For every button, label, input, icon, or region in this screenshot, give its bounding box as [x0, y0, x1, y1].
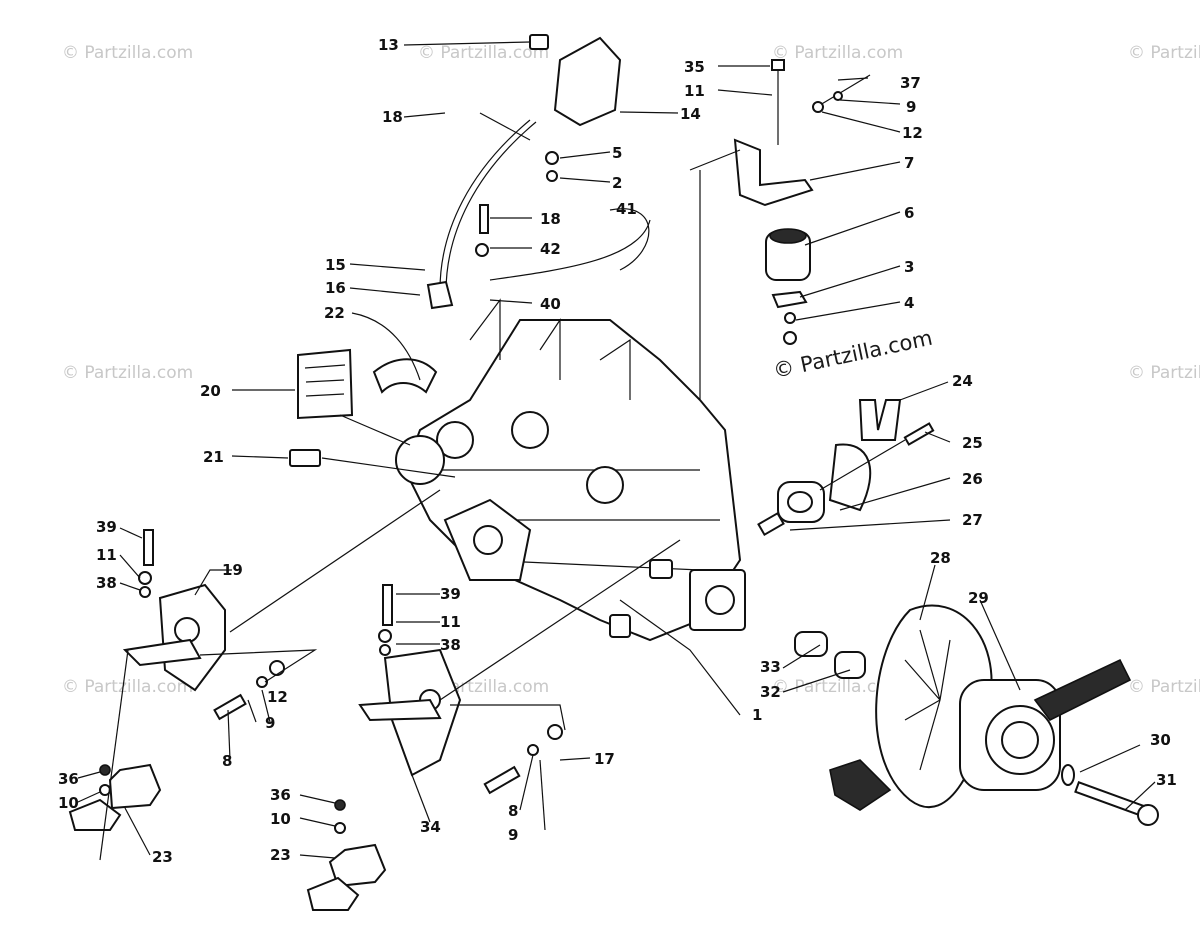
callout-9: 9 — [265, 714, 275, 732]
pulse-line-and-handle — [426, 34, 651, 310]
callout-24: 24 — [952, 372, 973, 390]
callout-5: 5 — [612, 144, 622, 162]
callout-36: 36 — [270, 786, 291, 804]
callout-14: 14 — [680, 105, 701, 123]
callout-7: 7 — [904, 154, 914, 172]
watermark: © Partzilla.com — [772, 677, 903, 697]
callout-38: 38 — [96, 574, 117, 592]
callout-31: 31 — [1156, 771, 1177, 789]
callout-13: 13 — [378, 36, 399, 54]
callout-23: 23 — [270, 846, 291, 864]
callout-11: 11 — [440, 613, 461, 631]
callout-8: 8 — [222, 752, 232, 770]
callout-21: 21 — [203, 448, 224, 466]
callout-9: 9 — [508, 826, 518, 844]
callout-39: 39 — [96, 518, 117, 536]
callout-2: 2 — [612, 174, 622, 192]
callout-38: 38 — [440, 636, 461, 654]
callout-26: 26 — [962, 470, 983, 488]
callout-3: 3 — [904, 258, 914, 276]
drive-clutch — [794, 604, 1159, 826]
callout-18: 18 — [540, 210, 561, 228]
callout-37: 37 — [900, 74, 921, 92]
callout-10: 10 — [58, 794, 79, 812]
callout-20: 20 — [200, 382, 221, 400]
decals — [289, 348, 438, 467]
callout-40: 40 — [540, 295, 561, 313]
callout-9: 9 — [906, 98, 916, 116]
center-front-mount — [306, 584, 563, 911]
callout-35: 35 — [684, 58, 705, 76]
callout-34: 34 — [420, 818, 441, 836]
callout-labels: 13 14 18 5 2 35 11 37 9 12 7 6 3 4 41 18… — [58, 36, 1177, 866]
callout-4: 4 — [904, 294, 914, 312]
callout-28: 28 — [930, 549, 951, 567]
starter-components — [757, 399, 935, 537]
callout-17: 17 — [594, 750, 615, 768]
callout-11: 11 — [96, 546, 117, 564]
callout-42: 42 — [540, 240, 561, 258]
callout-18: 18 — [382, 108, 403, 126]
callout-12: 12 — [902, 124, 923, 142]
watermark: © Partzilla.com — [418, 43, 549, 63]
watermark: © Partzilla.com — [62, 677, 193, 697]
callout-19: 19 — [222, 561, 243, 579]
callout-10: 10 — [270, 810, 291, 828]
leader-lines — [77, 41, 1156, 859]
callout-30: 30 — [1150, 731, 1171, 749]
callout-23: 23 — [152, 848, 173, 866]
watermark: © Partzilla.com — [62, 43, 193, 63]
callout-36: 36 — [58, 770, 79, 788]
callout-15: 15 — [325, 256, 346, 274]
watermark: © Partzilla.com — [62, 363, 193, 383]
callout-32: 32 — [760, 683, 781, 701]
callout-29: 29 — [968, 589, 989, 607]
callout-6: 6 — [904, 204, 914, 222]
callout-12: 12 — [267, 688, 288, 706]
callout-16: 16 — [325, 279, 346, 297]
watermark: © Partzilla.com — [1128, 363, 1200, 383]
rear-mount-bracket — [733, 59, 871, 345]
callout-41: 41 — [616, 200, 637, 218]
callout-22: 22 — [324, 304, 345, 322]
engine-assembly — [395, 298, 746, 642]
left-front-mount — [68, 529, 285, 861]
watermark: © Partzilla.com — [1128, 43, 1200, 63]
callout-25: 25 — [962, 434, 983, 452]
callout-8: 8 — [508, 802, 518, 820]
watermark: © Partzilla.com — [772, 43, 903, 63]
callout-39: 39 — [440, 585, 461, 603]
callout-33: 33 — [760, 658, 781, 676]
watermark: © Partzilla.com — [1128, 677, 1200, 697]
callout-1: 1 — [752, 706, 762, 724]
callout-11: 11 — [684, 82, 705, 100]
callout-27: 27 — [962, 511, 983, 529]
